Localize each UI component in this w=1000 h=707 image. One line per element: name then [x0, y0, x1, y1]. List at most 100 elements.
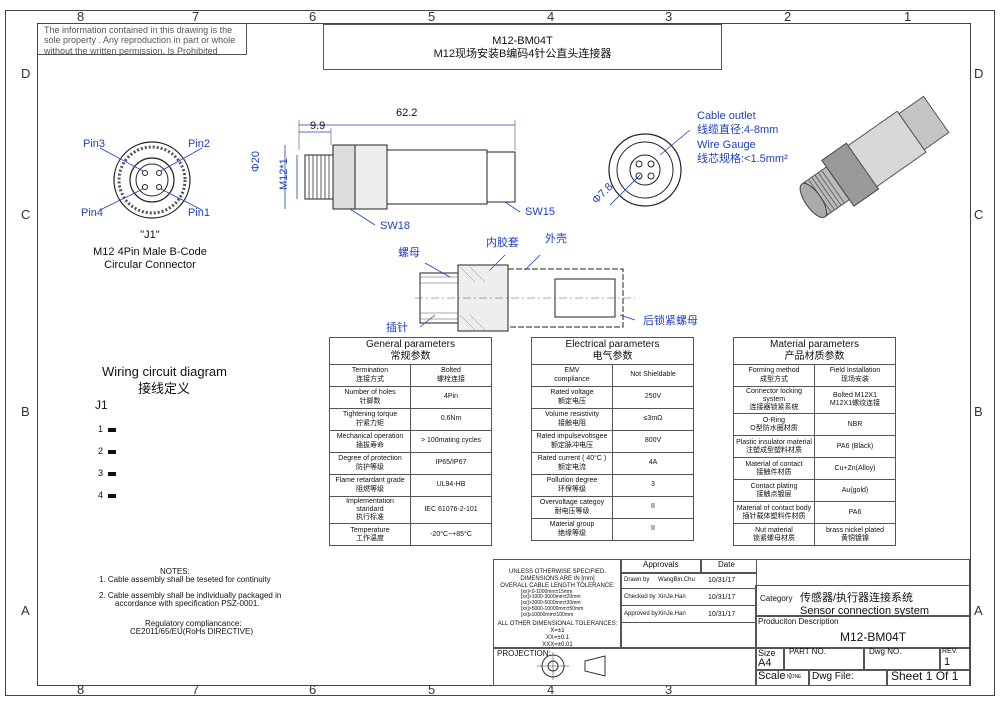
material-value-en: PA6	[848, 508, 862, 516]
coupling-nut	[354, 144, 388, 210]
zone-left-C: C	[21, 207, 31, 222]
general-row-value: -20°C~+85°C	[410, 523, 492, 547]
zone-top-5: 5	[428, 9, 436, 24]
wiring-pin-2: 2	[98, 446, 117, 456]
material-key-en: Material of contact body	[736, 504, 812, 512]
back-nut	[486, 151, 516, 203]
material-value-en: NBR	[847, 420, 863, 428]
tol-line-2: DIMENSIONS ARE IN [mm]	[520, 575, 595, 582]
category-en: Sensor connection system	[800, 605, 930, 617]
label-nut: 螺母	[398, 247, 420, 259]
material-key-en: Forming method	[748, 367, 800, 375]
electrical-title-cn: 电气参数	[592, 351, 633, 362]
tol-range-1: [xx]<0-1000mm±15mm	[521, 588, 573, 595]
title-code: M12-BM04T	[492, 35, 553, 47]
zone-right-A: A	[974, 603, 983, 618]
general-value-en: UL94-HB	[436, 481, 466, 489]
wiring-pin-3: 3	[98, 468, 117, 478]
front-knurl-circle	[117, 145, 187, 215]
general-key-cn: 插拔寿命	[356, 441, 384, 449]
material-key-cn: 插针载体塑料件材质	[742, 512, 806, 520]
zone-left-D: D	[21, 66, 31, 81]
material-title-en: Material parameters	[770, 339, 859, 350]
electrical-value-en: Not Shieldable	[630, 371, 676, 379]
dwg-file-cell	[808, 669, 888, 686]
title-cn: M12现场安装B编码4针公直头连接器	[433, 48, 612, 61]
material-row-value: Cu+Zn(Alloy)	[814, 457, 896, 481]
wire-gauge-label: Wire Gauge	[697, 138, 756, 151]
category-cn: 传感器/执行器连接系统	[800, 592, 914, 604]
general-key-en: Flame retardant grade	[335, 477, 405, 485]
pin2-label: Pin2	[188, 138, 211, 150]
scale-cell	[755, 669, 810, 686]
material-key-en: Material of contact	[745, 460, 803, 468]
connector-desc-2: Circular Connector	[104, 259, 196, 272]
notes-title: NOTES:	[160, 567, 190, 576]
electrical-row-value: 3	[612, 474, 694, 497]
general-key-cn: 针脚数	[359, 397, 381, 405]
drawn-by-date: 10/31/17	[708, 576, 736, 584]
wiring-pin-1: 1	[98, 424, 117, 434]
side-view-drawing	[284, 120, 521, 226]
rev-value: 1	[944, 656, 951, 668]
electrical-key-en: Pollution degree	[546, 477, 598, 485]
category-label: Category	[760, 594, 793, 603]
material-key-en: Connector locking system	[745, 388, 803, 404]
electrical-key-cn: 额定脉冲电压	[551, 441, 593, 449]
outer-frame	[5, 10, 995, 696]
general-row-value: 4Pin	[410, 386, 492, 409]
prod-desc-label: Produciton Description	[758, 617, 839, 626]
electrical-value-en: 3	[651, 481, 655, 489]
connector-id-label: "J1"	[140, 229, 160, 241]
wiring-title-en: Wiring circuit diagram	[102, 364, 227, 379]
wiring-pin-1-num: 1	[98, 424, 104, 434]
electrical-value-en: 250V	[644, 393, 662, 401]
date-header: Date	[718, 560, 735, 569]
electrical-row-key: Rated current ( 40°C )额定电流	[531, 452, 613, 475]
general-row-value: 0.6Nm	[410, 408, 492, 431]
zone-left-A: A	[21, 603, 30, 618]
label-inner-sleeve: 内胶套	[486, 237, 519, 249]
material-key-cn: 注塑成型塑料材质	[746, 446, 802, 454]
electrical-key-cn: compliance	[554, 375, 590, 383]
zone-bottom-3: 3	[665, 682, 673, 697]
material-key-en: Nut material	[755, 526, 793, 534]
notice-text: The information contained in this drawin…	[44, 25, 236, 56]
knurl-nut	[332, 144, 356, 210]
zone-right-C: C	[974, 207, 984, 222]
zone-right-D: D	[974, 66, 984, 81]
approvals-header-cell	[620, 559, 702, 574]
pin4-label: Pin4	[81, 207, 104, 219]
front-view-drawing	[99, 141, 203, 219]
tol-x: X=±1	[550, 628, 565, 635]
general-value-en: 4Pin	[443, 393, 458, 401]
zone-bottom-4: 4	[547, 682, 555, 697]
size-label: Size	[758, 648, 776, 658]
dwg-no-cell	[863, 647, 941, 671]
zone-bottom-8: 8	[77, 682, 85, 697]
general-value-en: > 100mating cycles	[420, 437, 482, 445]
general-value-cn: 螺栓连接	[437, 375, 465, 383]
general-key-en: Mechanical operation	[336, 433, 404, 441]
zone-left-B: B	[21, 404, 30, 419]
pin4-dot	[142, 184, 148, 190]
electrical-row-value: II	[612, 518, 694, 541]
